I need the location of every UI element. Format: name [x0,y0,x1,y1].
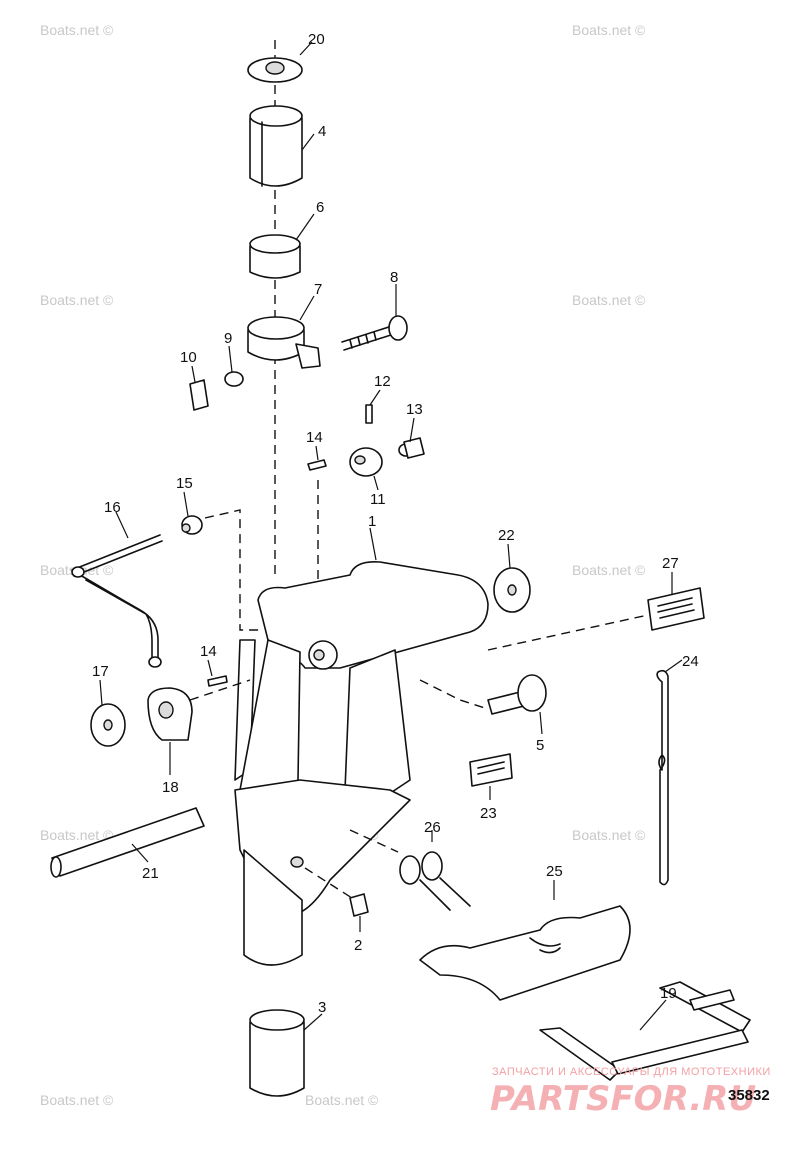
watermark: Boats.net © [40,22,114,38]
part-number-label: 26 [424,819,441,836]
watermark: Boats.net © [40,292,114,308]
watermark: Boats.net © [572,22,646,38]
part-16-link-rod [71,534,163,668]
watermark: Boats.net © [40,1092,114,1108]
bolt-dash [419,679,486,709]
part-6-bushing [249,234,301,279]
part-7-clamp [247,316,321,369]
part-number-label: 24 [682,653,699,670]
brand-watermark: ЗАПЧАСТИ И АКСЕССУАРЫ ДЛЯ МОТОТЕХНИКИ PA… [490,1066,771,1119]
part-number-label: 6 [316,199,324,216]
part-number-label: 16 [104,499,121,516]
part-number-label: 18 [162,779,179,796]
part-number-label: 12 [374,373,391,390]
part-number-label: 21 [142,865,159,882]
part-21-washer [247,57,303,83]
part-22-decal [469,753,513,787]
decal-dash [487,614,649,651]
figure-number: 35832 [728,1087,770,1104]
brand-tagline: ЗАПЧАСТИ И АКСЕССУАРЫ ДЛЯ МОТОТЕХНИКИ [492,1066,771,1078]
part-number-label: 14 [200,643,217,660]
watermark: Boats.net © [305,1092,379,1108]
part-1-swivel-bracket [234,560,489,966]
part-number-label: 9 [224,330,232,347]
spring-dash [349,829,399,853]
part-number-label: 11 [370,491,386,508]
watermark: Boats.net © [572,562,646,578]
part-18-block [147,687,193,741]
watermark: Boats.net © [572,827,646,843]
part-9-washer [224,371,244,387]
watermark: Boats.net © [572,292,646,308]
part-5-bolt [487,674,547,715]
part-number-label: 20 [308,31,325,48]
part-15-bushing [181,515,203,535]
part-3-bushing [249,1009,305,1097]
part-23-spring [656,669,669,886]
part-13-fitting [398,437,425,459]
part-14-pin [307,459,327,471]
part-number-label: 19 [660,985,677,1002]
part-number-label: 2 [354,937,362,954]
pin-dash [189,679,251,701]
brand-name: PARTSFOR.RU [490,1079,756,1119]
part-number-label: 27 [662,555,679,572]
part-number-label: 17 [92,663,109,680]
part-number-label: 10 [180,349,197,366]
part-14-pin-lower [207,675,228,687]
part-2-fitting [304,867,369,917]
part-19-washer [493,567,531,613]
part-24-stand [539,981,751,1081]
part-number-label: 5 [536,737,544,754]
linkage-dash [204,509,262,631]
part-4-bushing [249,105,303,187]
part-number-label: 15 [176,475,193,492]
part-10-nut [189,379,209,411]
watermark: Boats.net © [40,827,114,843]
part-26-spring [399,851,471,911]
part-8-bolt [341,315,408,351]
part-number-label: 4 [318,123,326,140]
part-20-tilt-tube [50,807,205,878]
part-number-label: 13 [406,401,423,418]
part-12-pin [365,404,373,424]
part-number-label: 14 [306,429,323,446]
part-number-label: 25 [546,863,563,880]
part-labels: 20 4 6 7 8 9 10 12 13 14 11 15 16 1 22 2… [92,31,699,1016]
part-number-label: 1 [368,513,376,530]
part-number-label: 22 [498,527,515,544]
part-17-washer [90,703,126,747]
part-number-label: 7 [314,281,322,298]
part-25-plate [419,905,631,1001]
part-number-label: 23 [480,805,497,822]
leader-lines [99,41,683,1031]
part-27-decal [647,587,705,631]
part-number-label: 8 [390,269,398,286]
part-11-block [349,447,383,477]
part-number-label: 3 [318,999,326,1016]
